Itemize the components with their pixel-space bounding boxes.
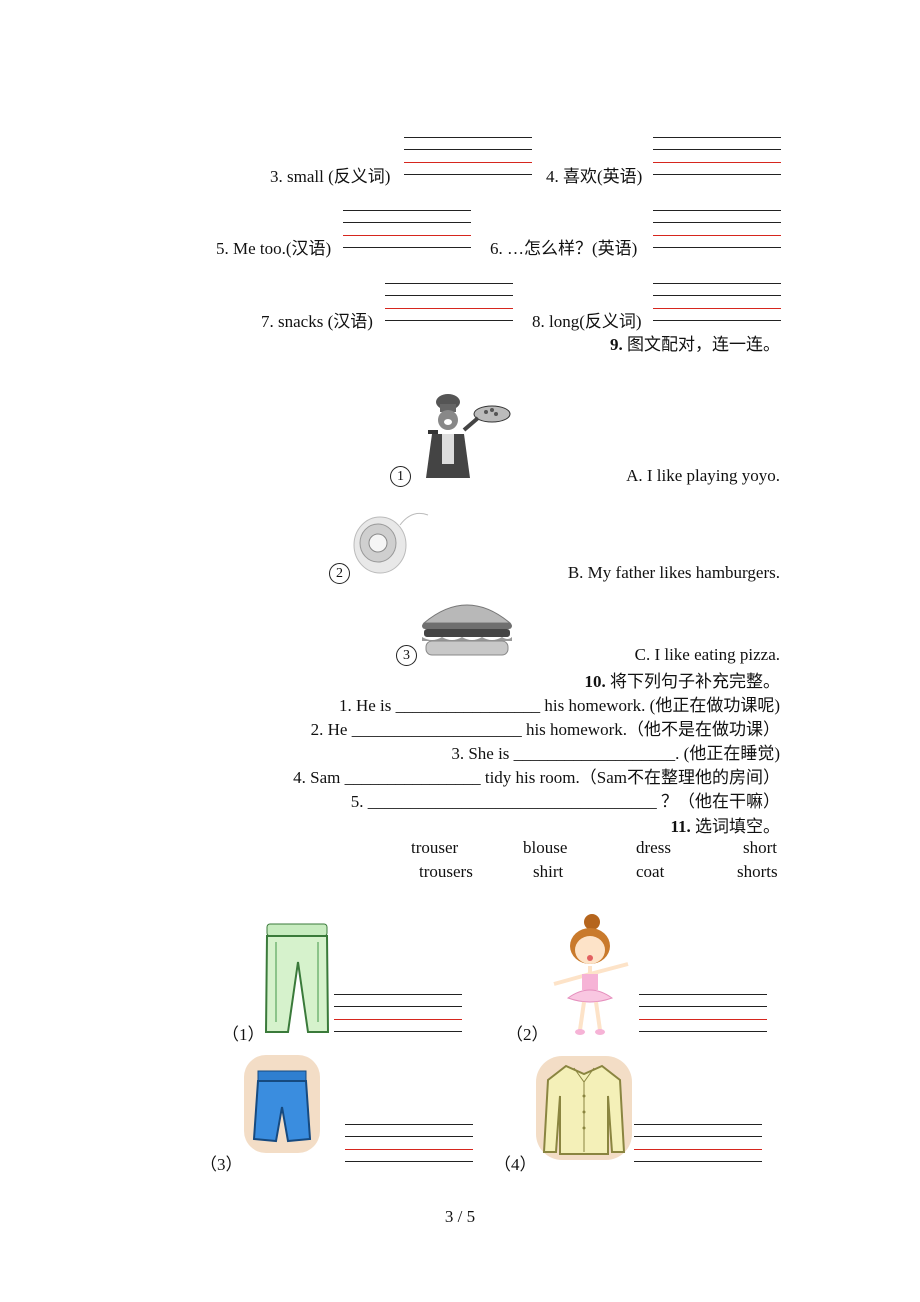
vocab-item-6: 6. …怎么样？(英语): [490, 239, 638, 258]
vocab-item-4: 4. 喜欢(英语): [546, 167, 643, 186]
page-number: 3 / 5: [444, 1207, 476, 1226]
answer-lines-11-1[interactable]: [334, 994, 462, 1032]
yoyo-icon: [353, 512, 429, 574]
word-coat: coat: [636, 862, 665, 881]
answer-lines-6[interactable]: [653, 210, 781, 248]
marker-2: 2: [329, 563, 350, 584]
vocab-item-8: 8. long(反义词): [532, 312, 642, 331]
answer-lines-11-3[interactable]: [345, 1124, 473, 1162]
marker-1: 1: [390, 466, 411, 487]
answer-lines-7[interactable]: [385, 283, 513, 321]
sentence-2: 2. He ____________________ his homework.…: [310, 720, 780, 739]
sentence-3: 3. She is ___________________. (他正在睡觉): [451, 744, 780, 763]
sentence-1: 1. He is _________________ his homework.…: [338, 696, 780, 715]
section9-title: 9. 图文配对，连一连。: [610, 335, 780, 354]
vocab-item-5: 5. Me too.(汉语): [216, 239, 332, 258]
vocab-item-3: 3. small (反义词): [270, 167, 391, 186]
item-label-1: （1）: [222, 1025, 265, 1044]
word-blouse: blouse: [523, 838, 568, 857]
item-label-2: （2）: [506, 1025, 549, 1044]
word-short: short: [743, 838, 777, 857]
word-trouser: trouser: [411, 838, 459, 857]
answer-lines-4[interactable]: [653, 137, 781, 175]
vocab-item-7: 7. snacks (汉语): [261, 312, 373, 331]
section11-title: 11. 选词填空。: [670, 817, 780, 836]
shorts-icon: [244, 1055, 320, 1153]
ballerina-dress-icon: [553, 914, 629, 1035]
answer-lines-11-2[interactable]: [639, 994, 767, 1032]
word-shirt: shirt: [533, 862, 564, 881]
sentence-5: 5. __________________________________ ？（…: [350, 792, 780, 811]
sentence-a: A. I like playing yoyo.: [626, 466, 780, 485]
sentence-4: 4. Sam ________________ tidy his room.（S…: [293, 768, 780, 787]
chef-pizza-icon: [426, 394, 511, 478]
answer-lines-11-4[interactable]: [634, 1124, 762, 1162]
section10-title: 10. 将下列句子补充完整。: [584, 672, 781, 691]
sentence-b: B. My father likes hamburgers.: [567, 563, 780, 582]
answer-lines-3[interactable]: [404, 137, 532, 175]
word-trousers: trousers: [419, 862, 473, 881]
trousers-icon: [264, 923, 330, 1033]
hamburger-icon: [422, 604, 512, 656]
answer-lines-5[interactable]: [343, 210, 471, 248]
item-label-3: （3）: [200, 1155, 243, 1174]
marker-3: 3: [396, 645, 417, 666]
blouse-icon: [536, 1056, 632, 1160]
item-label-4: （4）: [494, 1155, 537, 1174]
answer-lines-8[interactable]: [653, 283, 781, 321]
sentence-c: C. I like eating pizza.: [634, 645, 780, 664]
word-dress: dress: [636, 838, 671, 857]
word-shorts: shorts: [737, 862, 778, 881]
